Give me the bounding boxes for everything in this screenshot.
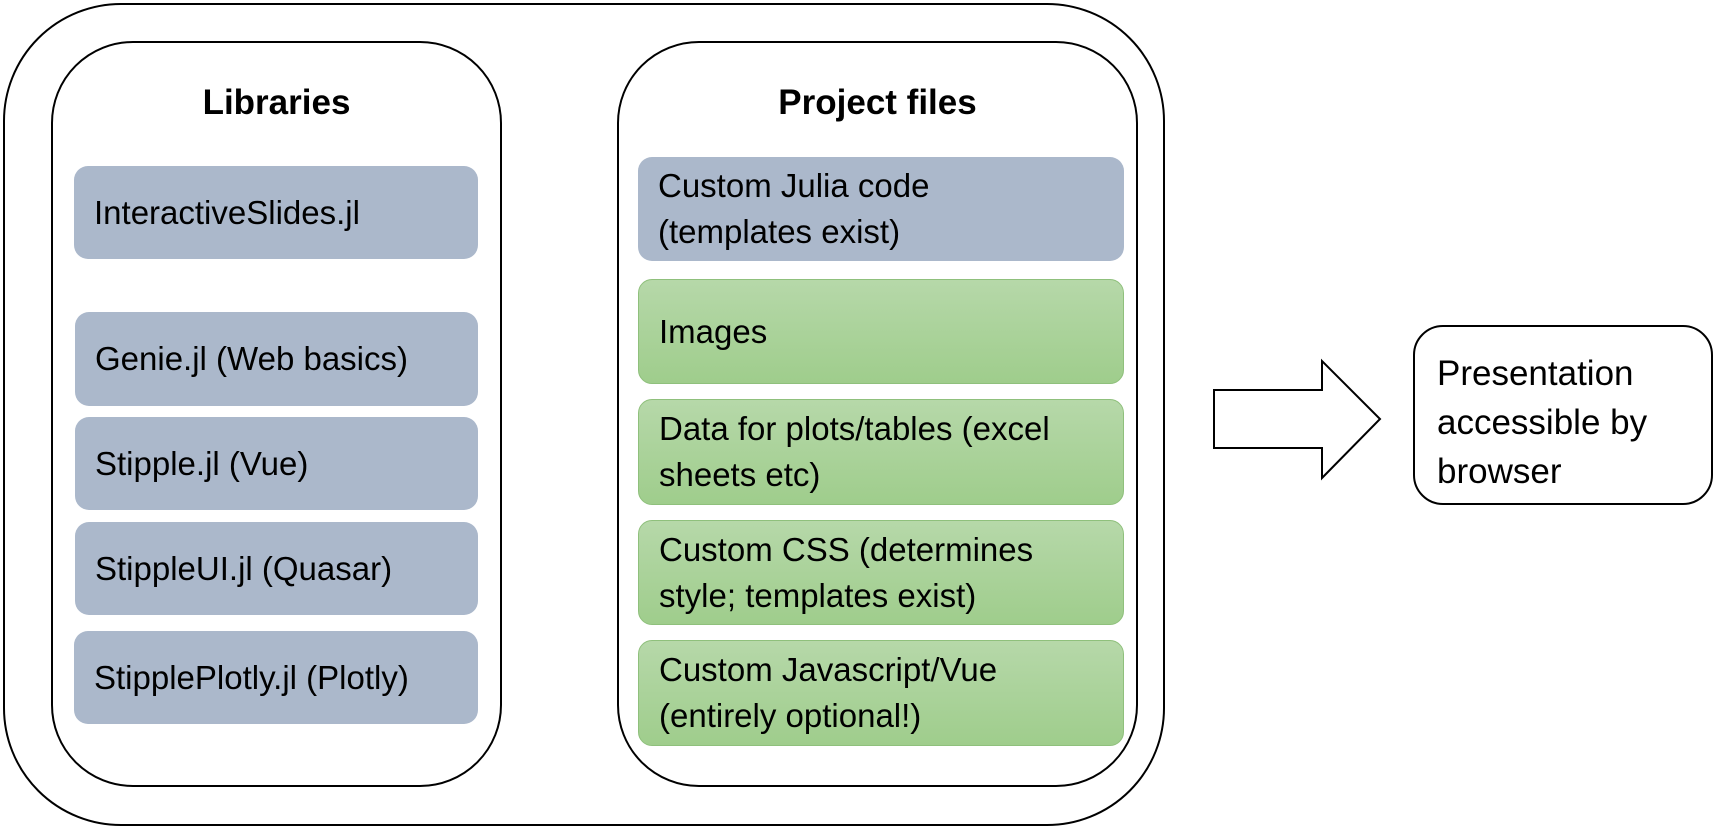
project-box-line: Data for plots/tables (excel: [659, 410, 1050, 447]
library-label: InteractiveSlides.jl: [94, 193, 360, 231]
library-box-interactiveslides: InteractiveSlides.jl: [74, 166, 478, 259]
output-line: accessible by: [1437, 403, 1648, 442]
library-label: StipplePlotly.jl (Plotly): [94, 658, 409, 696]
output-line: browser: [1437, 452, 1562, 491]
project-box-line: style; templates exist): [659, 576, 977, 614]
libraries-title: Libraries: [202, 83, 351, 122]
project-box-julia-code: Custom Julia code (templates exist): [638, 157, 1124, 261]
project-box-line: Custom Javascript/Vue: [659, 651, 998, 688]
project-box-data: Data for plots/tables (excel sheets etc): [638, 399, 1124, 505]
project-box-images: Images: [638, 279, 1124, 384]
output-box: Presentation accessible by browser: [1413, 325, 1713, 505]
library-label: Stipple.jl (Vue): [95, 444, 309, 482]
project-box-line: (templates exist): [658, 213, 901, 250]
project-box-css: Custom CSS (determines style; templates …: [638, 520, 1124, 625]
library-label: StippleUI.jl (Quasar): [95, 549, 393, 587]
library-box-stippleui: StippleUI.jl (Quasar): [75, 522, 478, 615]
project-box-line: Images: [659, 312, 768, 350]
library-box-stipple: Stipple.jl (Vue): [75, 417, 478, 510]
project-box-line: (entirely optional!): [659, 697, 922, 734]
right-arrow-icon: [1213, 358, 1382, 481]
library-box-stippleplotly: StipplePlotly.jl (Plotly): [74, 631, 478, 724]
library-box-genie: Genie.jl (Web basics): [75, 312, 478, 406]
project-box-javascript: Custom Javascript/Vue (entirely optional…: [638, 640, 1124, 746]
library-label: Genie.jl (Web basics): [95, 340, 409, 377]
project-files-title: Project files: [778, 83, 977, 122]
project-box-line: Custom CSS (determines: [659, 530, 1034, 568]
project-box-line: sheets etc): [659, 456, 821, 493]
output-line: Presentation: [1437, 354, 1634, 393]
project-box-line: Custom Julia code: [658, 167, 930, 204]
